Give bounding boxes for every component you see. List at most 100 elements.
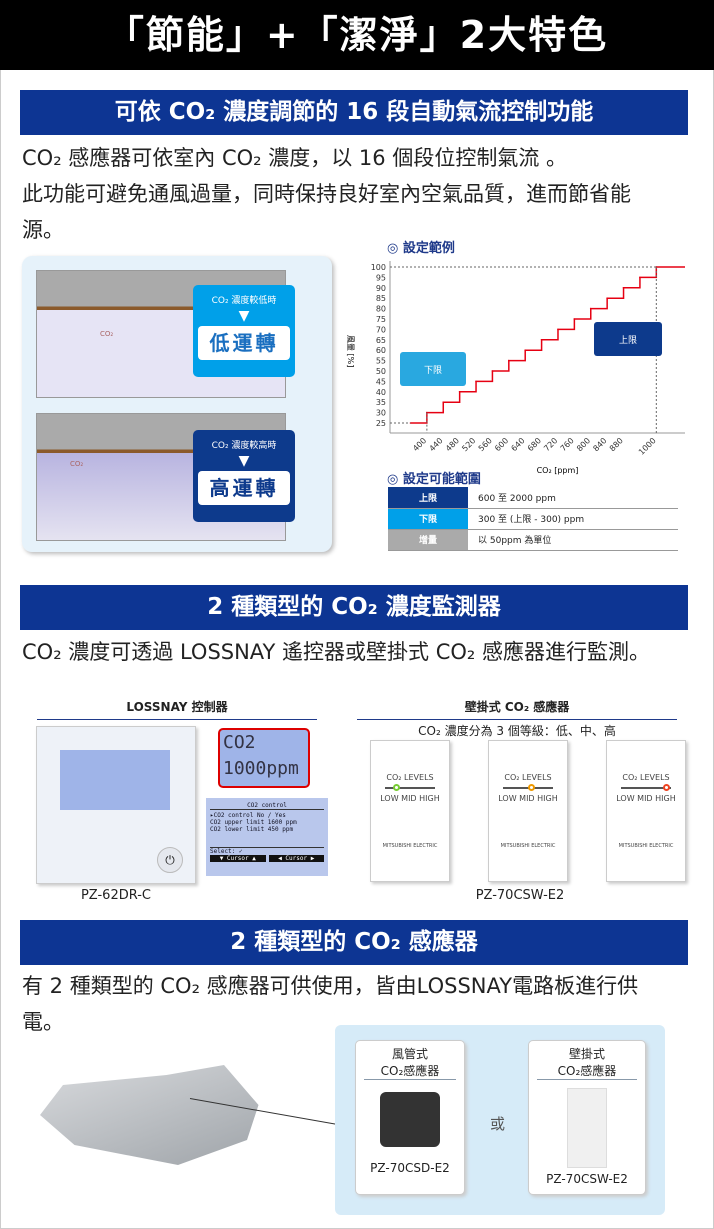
y-tick-label: 25 xyxy=(376,419,386,428)
card-title: CO₂感應器 xyxy=(537,1062,637,1080)
monitor-description: CO₂ 濃度可透過 LOSSNAY 遙控器或壁掛式 CO₂ 感應器進行監測。 xyxy=(22,640,651,664)
x-tick-label: 600 xyxy=(493,436,510,453)
remote-controller-image: ⏻ xyxy=(36,726,196,884)
y-axis-label: 風量 [%] xyxy=(346,335,355,367)
x-tick-label: 640 xyxy=(509,436,526,453)
step-line xyxy=(410,266,685,424)
range-row: 增量以 50ppm 為單位 xyxy=(388,529,678,551)
brand-logo: MITSUBISHI ELECTRIC xyxy=(500,843,556,849)
controller-model: PZ-62DR-C xyxy=(80,888,152,903)
step-point xyxy=(508,359,510,362)
wall-model: PZ-70CSW-E2 xyxy=(546,1172,628,1186)
step-point xyxy=(475,380,477,383)
x-tick-label: 760 xyxy=(559,436,576,453)
desc-line: 有 2 種類型的 CO₂ 感應器可供使用，皆由LOSSNAY電路板進行供 xyxy=(22,974,639,998)
step-point xyxy=(589,307,592,310)
x-tick-label: 400 xyxy=(411,436,428,453)
x-tick-label: 520 xyxy=(460,436,477,453)
level-scale: LOW MID HIGH xyxy=(498,794,558,803)
controller-screen xyxy=(60,750,170,810)
menu-title: CO2 control xyxy=(210,802,324,810)
level-indicator-icon xyxy=(393,784,400,791)
wall-sensor-card: 壁掛式 CO₂感應器 PZ-70CSW-E2 xyxy=(528,1040,646,1195)
high-caption: CO₂ 濃度較高時 xyxy=(211,441,277,451)
sensor-model: PZ-70CSW-E2 xyxy=(475,888,565,903)
brand-logo: MITSUBISHI ELECTRIC xyxy=(618,843,674,849)
low-operation-box: CO₂ 濃度較低時▼ 低運轉 xyxy=(193,285,295,377)
high-mode-label: 高運轉 xyxy=(198,471,290,505)
arrow-down-icon: ▼ xyxy=(238,308,250,324)
co2-display-zoom: CO2 1000ppm xyxy=(218,728,310,788)
duct-sensor-card: 風管式 CO₂感應器 PZ-70CSD-E2 xyxy=(355,1040,465,1195)
sensor-heading: 壁掛式 CO₂ 感應器 xyxy=(357,698,677,720)
x-tick-label: 720 xyxy=(542,436,559,453)
upper-limit-callout xyxy=(594,322,662,356)
arrow-down-icon: ▼ xyxy=(238,453,250,469)
y-tick-label: 80 xyxy=(376,305,386,314)
menu-row: CO2 lower limit 450 ppm xyxy=(210,826,294,833)
step-point xyxy=(573,318,576,320)
page-header: 「節能」+「潔淨」2大特色 xyxy=(0,0,714,70)
y-tick-label: 95 xyxy=(376,273,386,282)
range-key: 上限 xyxy=(388,487,468,509)
y-tick-label: 45 xyxy=(376,377,386,386)
wall-sensor-level-mid: CO₂ LEVELS LOW MID HIGH MITSUBISHI ELECT… xyxy=(488,740,568,882)
wall-sensor-image xyxy=(567,1088,607,1168)
level-indicator-icon xyxy=(528,784,535,791)
step-point xyxy=(524,349,527,351)
x-tick-label: 560 xyxy=(477,436,494,453)
sensor-label: CO₂ LEVELS xyxy=(504,773,552,782)
upper-limit-label: 上限 xyxy=(619,335,637,346)
zoom-line: 1000ppm xyxy=(223,758,299,779)
y-tick-label: 75 xyxy=(376,315,386,324)
card-title: 壁掛式 xyxy=(568,1047,605,1061)
sensor-subtitle: CO₂ 濃度分為 3 個等級：低、中、高 xyxy=(418,724,616,738)
y-tick-label: 60 xyxy=(376,346,386,355)
menu-button: ▼ Cursor ▲ xyxy=(210,855,266,862)
desc-line: 電。 xyxy=(22,1010,64,1034)
card-title: CO₂感應器 xyxy=(364,1062,456,1080)
zoom-line: CO2 xyxy=(223,732,256,753)
menu-row: ▸CO2 control No / Yes xyxy=(210,812,286,819)
y-tick-label: 40 xyxy=(376,388,386,397)
step-point xyxy=(458,391,461,393)
card-title: 風管式 xyxy=(391,1047,428,1061)
lower-limit-label: 下限 xyxy=(424,365,442,376)
y-tick-label: 35 xyxy=(376,398,386,407)
y-tick-label: 85 xyxy=(376,294,386,303)
example-title: ◎ 設定範例 xyxy=(387,241,455,256)
range-key: 增量 xyxy=(388,529,468,551)
low-mode-label: 低運轉 xyxy=(198,326,290,360)
lower-limit-callout xyxy=(400,352,466,386)
desc-line: 源。 xyxy=(22,218,64,242)
co2-bubble: CO₂ xyxy=(70,460,84,468)
y-tick-label: 50 xyxy=(376,367,386,376)
sensor-label: CO₂ LEVELS xyxy=(386,773,434,782)
desc-line: 此功能可避免通風過量，同時保持良好室內空氣品質，進而節省能 xyxy=(22,182,631,206)
range-value: 600 至 2000 ppm xyxy=(468,487,678,509)
sensor-label: CO₂ LEVELS xyxy=(622,773,670,782)
y-tick-label: 100 xyxy=(371,263,386,272)
level-scale: LOW MID HIGH xyxy=(616,794,676,803)
y-tick-label: 70 xyxy=(376,325,386,334)
duct-sensor-image xyxy=(380,1092,440,1147)
x-tick-label: 680 xyxy=(526,436,543,453)
step-point xyxy=(606,297,608,299)
menu-row: CO2 upper limit 1600 ppm xyxy=(210,819,297,826)
step-point xyxy=(639,276,641,279)
section-title-sensors: 2 種類型的 CO₂ 感應器 xyxy=(20,920,688,965)
y-tick-label: 65 xyxy=(376,336,386,345)
y-tick-label: 55 xyxy=(376,357,386,366)
power-icon: ⏻ xyxy=(157,847,183,873)
section-title-airflow: 可依 CO₂ 濃度調節的 16 段自動氣流控制功能 xyxy=(20,90,688,135)
x-tick-label: 1000 xyxy=(637,436,658,457)
co2-bubble: CO₂ xyxy=(100,330,114,338)
wall-sensor-level-high: CO₂ LEVELS LOW MID HIGH MITSUBISHI ELECT… xyxy=(606,740,686,882)
step-point xyxy=(557,328,559,331)
step-point xyxy=(442,401,445,403)
or-label: 或 xyxy=(490,1115,506,1133)
